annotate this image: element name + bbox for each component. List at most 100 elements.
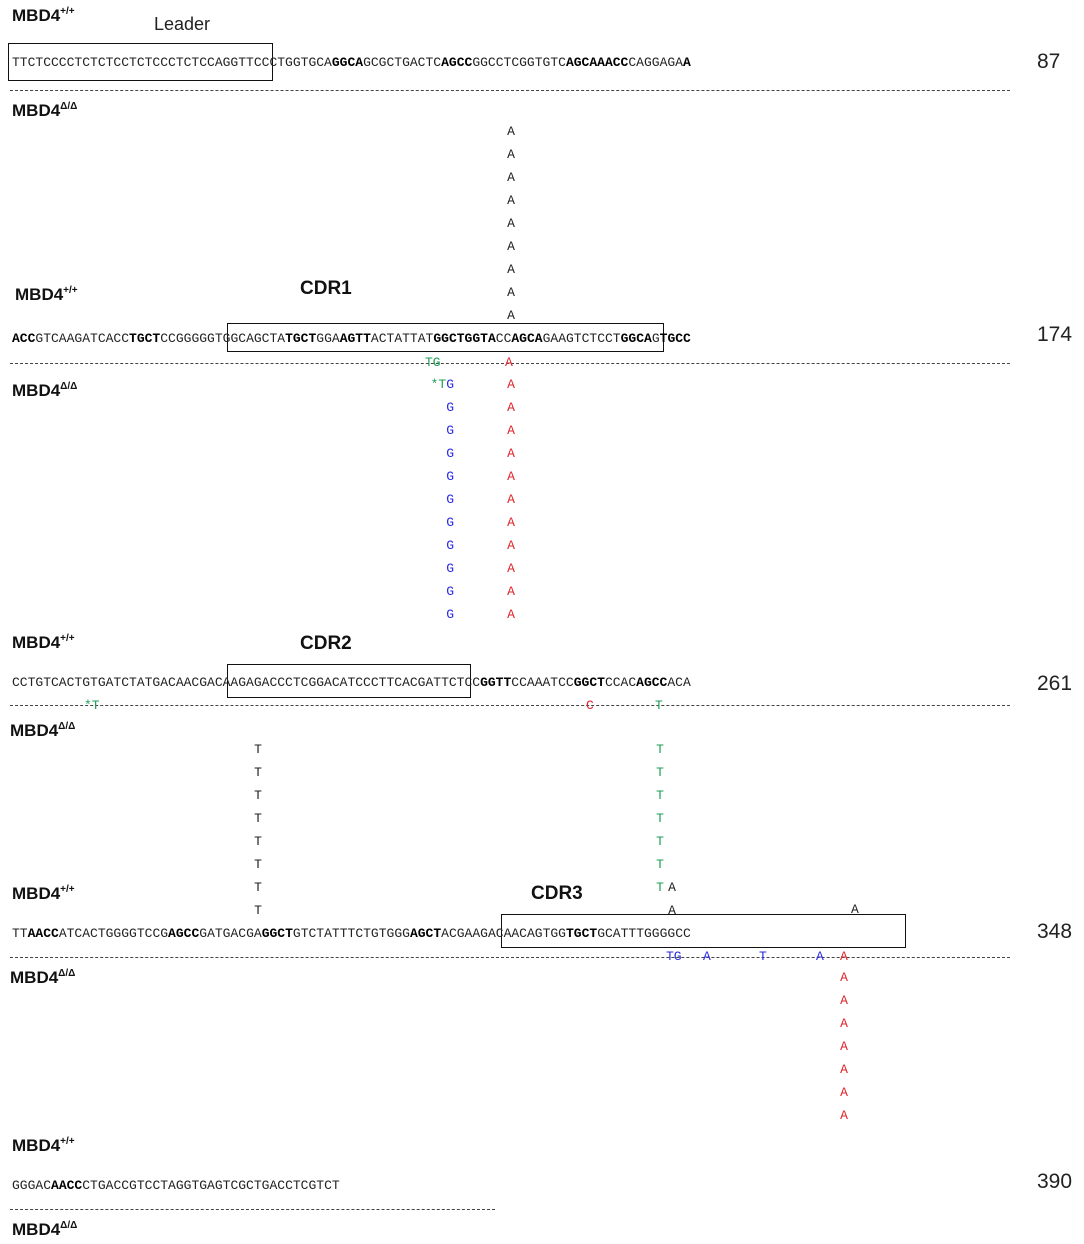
stacked-base: A (507, 262, 515, 277)
stacked-base: T (254, 857, 262, 872)
stacked-base: T (254, 880, 262, 895)
stacked-base: T (254, 811, 262, 826)
sequence-row-1: TTCTCCCCTCTCTCCTCTCCCTCTCCAGGTTCCCTGGTGC… (12, 55, 691, 70)
position-174: 174 (1037, 323, 1073, 346)
wt-label: MBD4+/+ (15, 285, 78, 304)
leader-label: Leader (154, 14, 211, 34)
mutation-t: T (655, 698, 663, 713)
stacked-base: T (254, 765, 262, 780)
cdr2-label: CDR2 (300, 633, 352, 654)
stacked-base: A (507, 584, 515, 599)
stacked-base: G (446, 446, 454, 461)
stacked-base: A (840, 970, 848, 985)
mutation-a: A (505, 355, 513, 370)
alignment-dash-2 (10, 363, 1010, 364)
stacked-base: A (507, 308, 515, 323)
alignment-dash-1 (10, 90, 1010, 91)
stacked-base: T (254, 903, 262, 918)
stacked-base: G (446, 538, 454, 553)
stacked-base: A (507, 285, 515, 300)
sequence-row-2: ACCGTCAAGATCACCTGCTCCGGGGGTGGCAGCTATGCTG… (12, 331, 691, 346)
cdr3-label: CDR3 (531, 883, 583, 904)
wt-label: MBD4+/+ (12, 1136, 75, 1155)
stacked-base: G (446, 423, 454, 438)
cdr3-box (501, 914, 906, 948)
sequence-row-4: TTAACCATCACTGGGGTCCGAGCCGATGACGAGGCTGTCT… (12, 926, 691, 941)
ko-label: MBD4Δ/Δ (12, 1220, 78, 1239)
stacked-base: G (446, 400, 454, 415)
alignment-dash-3 (10, 705, 1010, 706)
stacked-base: A (507, 469, 515, 484)
wt-label: MBD4+/+ (12, 6, 75, 25)
stacked-base: T (254, 834, 262, 849)
stacked-base: A (507, 239, 515, 254)
ko-label: MBD4Δ/Δ (10, 721, 76, 740)
ko-label: MBD4Δ/Δ (12, 381, 78, 400)
stacked-base: A (507, 216, 515, 231)
position-261: 261 (1037, 672, 1073, 695)
position-390: 390 (1037, 1170, 1073, 1193)
stacked-base: A (507, 400, 515, 415)
mutation-star-t: *T (84, 698, 100, 713)
stacked-base: A (507, 193, 515, 208)
stacked-base: A (507, 423, 515, 438)
stacked-base: T (656, 880, 664, 895)
position-87: 87 (1037, 50, 1061, 73)
stacked-base: G (446, 607, 454, 622)
mutation-tg: TG (666, 949, 682, 964)
stacked-base: T (656, 857, 664, 872)
stacked-base: A (840, 1039, 848, 1054)
wt-label: MBD4+/+ (12, 884, 75, 903)
stacked-base: A (840, 1062, 848, 1077)
stacked-base: T (656, 811, 664, 826)
stacked-base: G (446, 515, 454, 530)
alignment-dash-5 (10, 1209, 495, 1210)
cdr1-label: CDR1 (300, 278, 352, 299)
stacked-base: A (507, 538, 515, 553)
stacked-base: A (840, 1108, 848, 1123)
stacked-base: A (507, 170, 515, 185)
stacked-base: *TG (430, 377, 454, 392)
ko-label: MBD4Δ/Δ (10, 968, 76, 987)
stacked-base: A (507, 607, 515, 622)
mutation-t: T (759, 949, 767, 964)
ko-label: MBD4Δ/Δ (12, 101, 78, 120)
stacked-base: A (840, 1085, 848, 1100)
stacked-base: T (254, 788, 262, 803)
stacked-base: A (507, 561, 515, 576)
mutation-c: C (586, 698, 594, 713)
stacked-base: T (656, 788, 664, 803)
stacked-base: A (668, 903, 676, 918)
stacked-base: T (656, 834, 664, 849)
stacked-base: A (840, 993, 848, 1008)
stacked-base: G (446, 561, 454, 576)
sequence-row-5: GGGACAACCCTGACCGTCCTAGGTGAGTCGCTGACCTCGT… (12, 1178, 340, 1193)
mutation-a: A (840, 949, 848, 964)
mutation-a: A (816, 949, 824, 964)
stacked-base: G (446, 584, 454, 599)
stacked-base: A (507, 492, 515, 507)
stacked-base: A (507, 124, 515, 139)
alignment-dash-4 (10, 957, 1010, 958)
mutation-a: A (703, 949, 711, 964)
stacked-base: T (254, 742, 262, 757)
stacked-base: T (656, 765, 664, 780)
stacked-base: G (446, 469, 454, 484)
position-348: 348 (1037, 920, 1073, 943)
sequence-row-3: CCTGTCACTGTGATCTATGACAACGACAAGAGACCCTCGG… (12, 675, 691, 690)
stacked-base: A (840, 1016, 848, 1031)
mutation-tg: TG (425, 355, 441, 370)
leader-box (8, 43, 273, 81)
stacked-base: G (446, 492, 454, 507)
stacked-base: A (507, 515, 515, 530)
stacked-base: A (507, 147, 515, 162)
stacked-base: A (507, 446, 515, 461)
insertion-a: A (851, 902, 859, 917)
